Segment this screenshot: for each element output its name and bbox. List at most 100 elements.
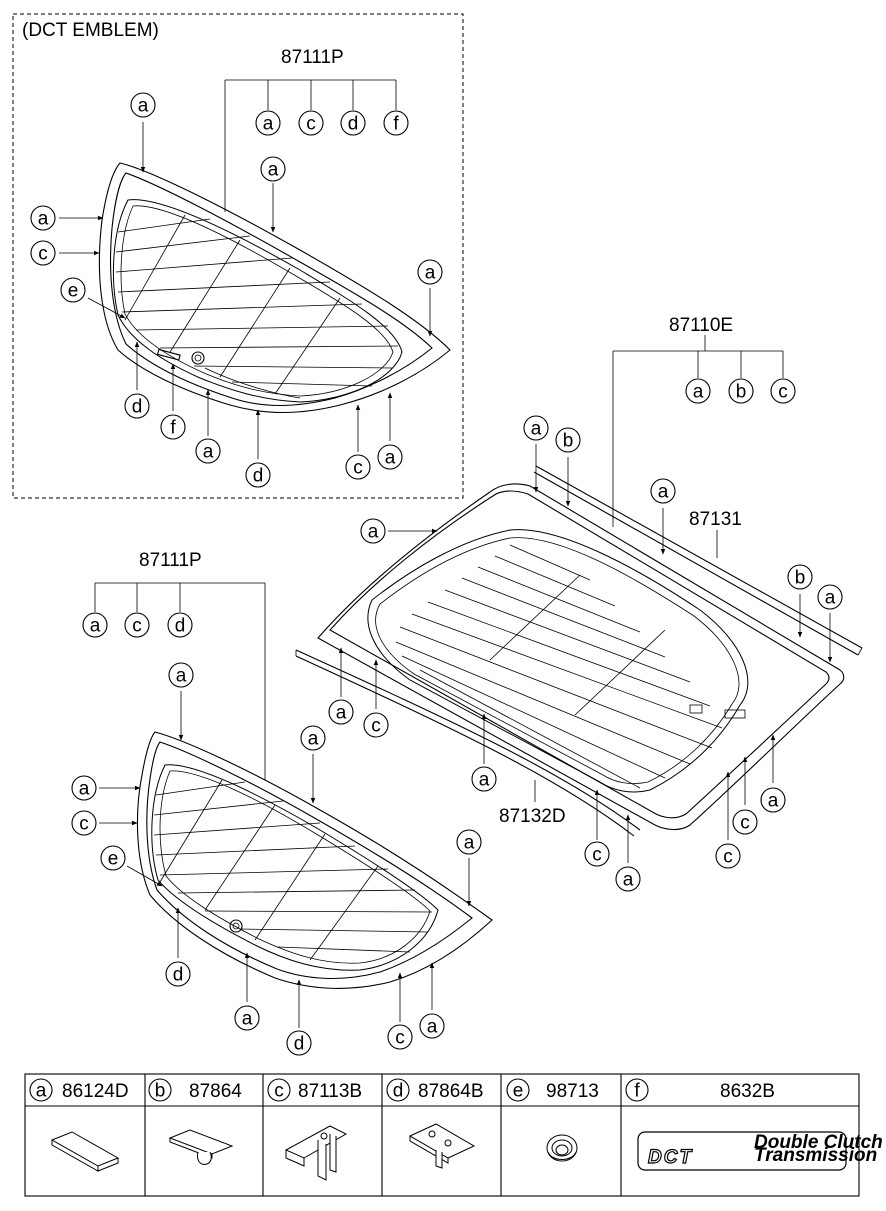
callout-a: a	[417, 259, 443, 285]
callout-letter: a	[242, 1009, 253, 1030]
callout-a: a	[419, 1013, 445, 1039]
callout-d: d	[124, 393, 150, 419]
lower-glass-illustration	[136, 731, 493, 989]
section-title: (DCT EMBLEM)	[22, 20, 159, 41]
molding-leaders	[534, 530, 718, 802]
callout-letter: b	[563, 431, 574, 452]
callout-f: f	[383, 110, 409, 136]
legend-cell-b: b 87864	[148, 1078, 242, 1102]
molding-upper-87131	[533, 465, 863, 656]
callout-a: a	[360, 518, 386, 544]
callout-letter: c	[79, 814, 89, 835]
callout-a: a	[471, 766, 497, 792]
part-86124D-illustration	[50, 1131, 120, 1172]
callout-letter: c	[353, 458, 363, 479]
legend-cell-a: a 86124D	[29, 1078, 129, 1102]
callout-a: a	[817, 584, 843, 610]
callout-letter: c	[778, 382, 788, 403]
callout-a: a	[650, 478, 676, 504]
callout-a: a	[300, 725, 326, 751]
callout-a: a	[71, 775, 97, 801]
callout-c: c	[30, 240, 56, 266]
callout-c: c	[387, 1024, 413, 1050]
legend-letter-c: c	[274, 1081, 284, 1102]
legend-table: a 86124D b 87864 c 87113B d 87864B e 987…	[24, 1073, 883, 1197]
callout-d: d	[340, 110, 366, 136]
legend-part-d: 87864B	[418, 1081, 484, 1102]
callout-letter: a	[268, 160, 279, 181]
part-98713-illustration	[546, 1134, 578, 1162]
callout-d: d	[286, 1030, 312, 1056]
callout-letter: b	[736, 382, 747, 403]
callout-letter: a	[263, 114, 274, 135]
callout-letter: a	[427, 1017, 438, 1038]
legend-cell-c: c 87113B	[267, 1078, 362, 1102]
callout-letter: c	[132, 616, 142, 637]
callout-letter: c	[395, 1028, 405, 1049]
callout-letter: c	[592, 845, 602, 866]
part-number-top-glass: 87111P	[281, 47, 344, 68]
callout-c: c	[732, 809, 758, 835]
main-glass-heater-lines	[395, 544, 723, 789]
callout-c: c	[363, 712, 389, 738]
legend-part-e: 98713	[546, 1081, 599, 1102]
callout-letter: a	[79, 779, 90, 800]
callout-letter: c	[723, 847, 733, 868]
part-87864B-illustration	[408, 1123, 476, 1169]
callout-letter: a	[203, 442, 214, 463]
callout-d: d	[245, 462, 271, 488]
callout-a: a	[168, 662, 194, 688]
callout-letter: a	[623, 870, 634, 891]
callout-letter: d	[132, 397, 143, 418]
legend-part-c: 87113B	[298, 1081, 362, 1102]
legend-cell-f: f 8632B	[625, 1078, 775, 1102]
part-87864-illustration	[168, 1129, 234, 1165]
legend-part-b: 87864	[189, 1081, 242, 1102]
top-glass-illustration	[98, 162, 451, 413]
callout-letter: c	[38, 244, 48, 265]
part-number-main-glass: 87110E	[669, 315, 733, 336]
callout-a: a	[30, 205, 56, 231]
dct-emblem-line2: Transmission	[754, 1145, 877, 1166]
callout-letter: d	[253, 466, 264, 487]
callout-letter: d	[173, 965, 184, 986]
callout-a: a	[456, 829, 482, 855]
callout-letter: a	[138, 96, 149, 117]
main-glass-illustration	[317, 483, 845, 831]
dct-emblem-section-frame	[12, 13, 464, 499]
callout-b: b	[728, 378, 754, 404]
callout-c: c	[770, 378, 796, 404]
callout-letter: a	[90, 616, 101, 637]
part-number-molding-lower: 87132D	[499, 806, 566, 827]
callout-b: b	[787, 564, 813, 590]
callout-a: a	[615, 866, 641, 892]
callout-letter: e	[68, 281, 79, 302]
callout-c: c	[71, 810, 97, 836]
callout-letter: d	[348, 114, 359, 135]
callout-a: a	[377, 444, 403, 470]
callout-c: c	[345, 454, 371, 480]
callout-letter: b	[795, 568, 806, 589]
callout-a: a	[234, 1005, 260, 1031]
callout-letter: f	[170, 418, 176, 439]
bracket-top-glass	[224, 79, 397, 212]
callout-letter: a	[658, 482, 669, 503]
callout-letter: a	[425, 263, 436, 284]
part-number-molding-upper: 87131	[689, 509, 742, 530]
part-87113B-illustration	[284, 1125, 348, 1181]
callout-c: c	[124, 612, 150, 638]
callout-b: b	[555, 427, 581, 453]
callout-letter: a	[176, 666, 187, 687]
callout-letter: a	[385, 448, 396, 469]
callout-c: c	[715, 843, 741, 869]
molding-lower-87132D	[295, 649, 641, 837]
callout-d: d	[165, 961, 191, 987]
legend-letter-e: e	[513, 1081, 524, 1102]
callout-a: a	[760, 787, 786, 813]
callout-e: e	[60, 277, 86, 303]
callout-letter: d	[175, 616, 186, 637]
callout-letter: a	[336, 703, 347, 724]
legend-letter-f: f	[634, 1081, 640, 1102]
callout-letter: a	[308, 729, 319, 750]
callout-letter: a	[464, 833, 475, 854]
